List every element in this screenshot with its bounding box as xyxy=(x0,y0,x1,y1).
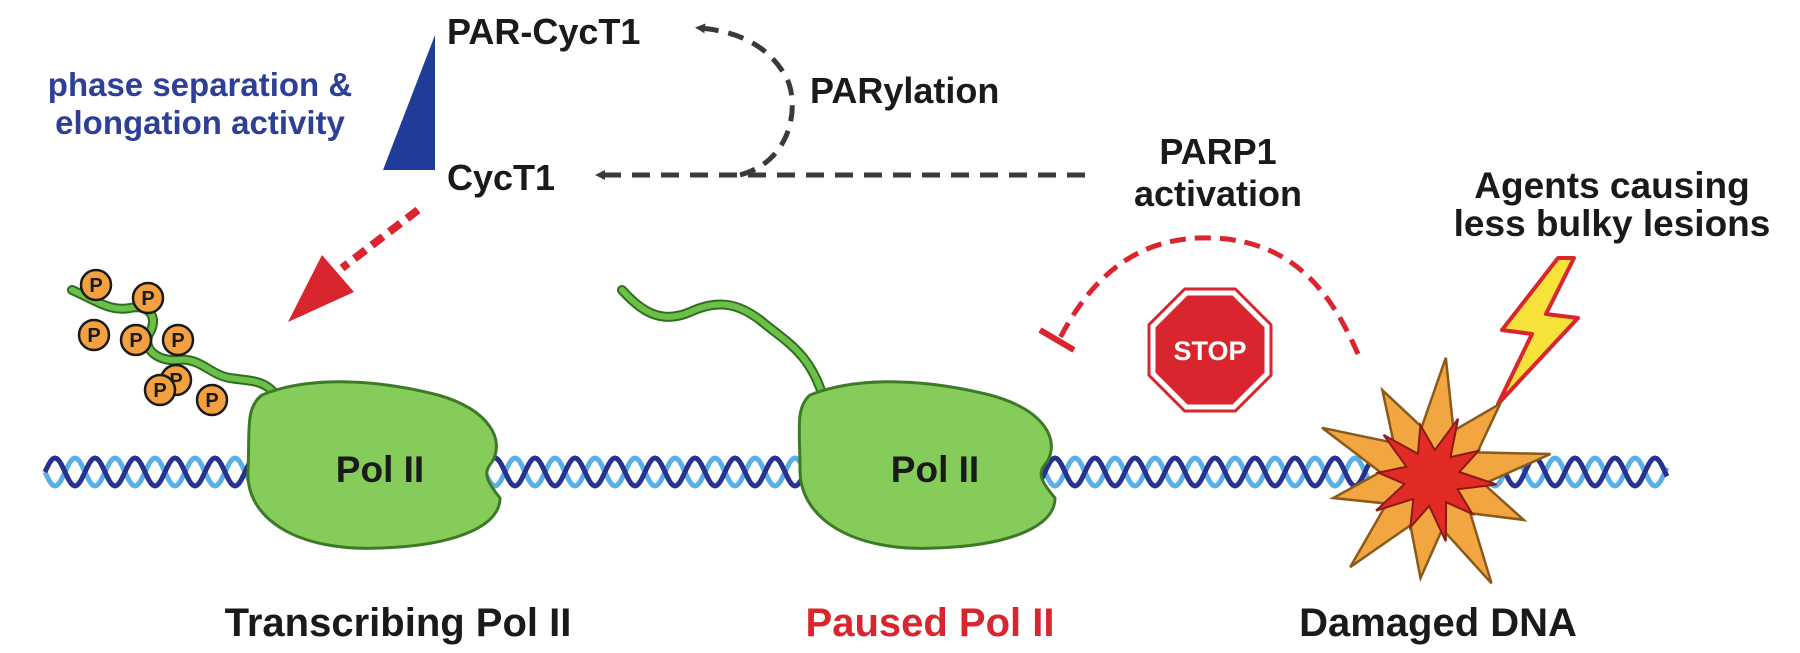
damage-burst-icon xyxy=(1321,357,1552,585)
parylation-label: PARylation xyxy=(810,70,999,111)
phosphate-label: P xyxy=(141,288,154,310)
polii-label-2: Pol II xyxy=(891,449,979,490)
agents-label-line1: Agents causing xyxy=(1474,165,1750,206)
agents-label-line2: less bulky lesions xyxy=(1454,203,1771,244)
phase-separation-label-line2: elongation activity xyxy=(55,104,345,141)
stop-sign-label: STOP xyxy=(1173,336,1246,366)
phosphate-label: P xyxy=(205,390,218,412)
elongation-arrow xyxy=(288,206,421,322)
phosphate-circle xyxy=(119,323,153,357)
phosphate-label: P xyxy=(87,325,100,347)
parp1-label-line2: activation xyxy=(1134,173,1302,214)
polii-body-1 xyxy=(246,380,502,550)
phosphate-circle xyxy=(77,318,111,352)
cyct1-label: CycT1 xyxy=(447,157,555,198)
polii-label-1: Pol II xyxy=(336,449,424,490)
lightning-bolt-icon xyxy=(1496,256,1580,406)
phosphate-label: P xyxy=(153,380,166,402)
transcribing-polii-label: Transcribing Pol II xyxy=(225,601,572,645)
phosphate-label: P xyxy=(129,330,142,352)
par-cyct1-label: PAR-CycT1 xyxy=(447,11,640,52)
phase-separation-label-line1: phase separation & xyxy=(48,66,352,103)
inhibition-arc xyxy=(1038,235,1361,356)
paused-polii-label: Paused Pol II xyxy=(806,601,1055,645)
phosphate-circle xyxy=(131,281,165,315)
parp1-label-line1: PARP1 xyxy=(1159,131,1276,172)
phosphate-label: P xyxy=(171,330,184,352)
phosphate-circle xyxy=(143,373,177,407)
parylation-curve-arrow xyxy=(695,23,795,178)
phosphate-label: P xyxy=(89,275,102,297)
paused-polii: Pol II xyxy=(617,285,1057,550)
phosphate-circle xyxy=(195,383,229,417)
phosphate-circle xyxy=(161,323,195,357)
polii-body-2 xyxy=(797,380,1057,550)
stop-sign-icon: STOP xyxy=(1147,287,1273,413)
phase-separation-wedge xyxy=(383,35,435,170)
phosphate-circle xyxy=(79,268,113,302)
damaged-dna-label: Damaged DNA xyxy=(1299,601,1577,645)
